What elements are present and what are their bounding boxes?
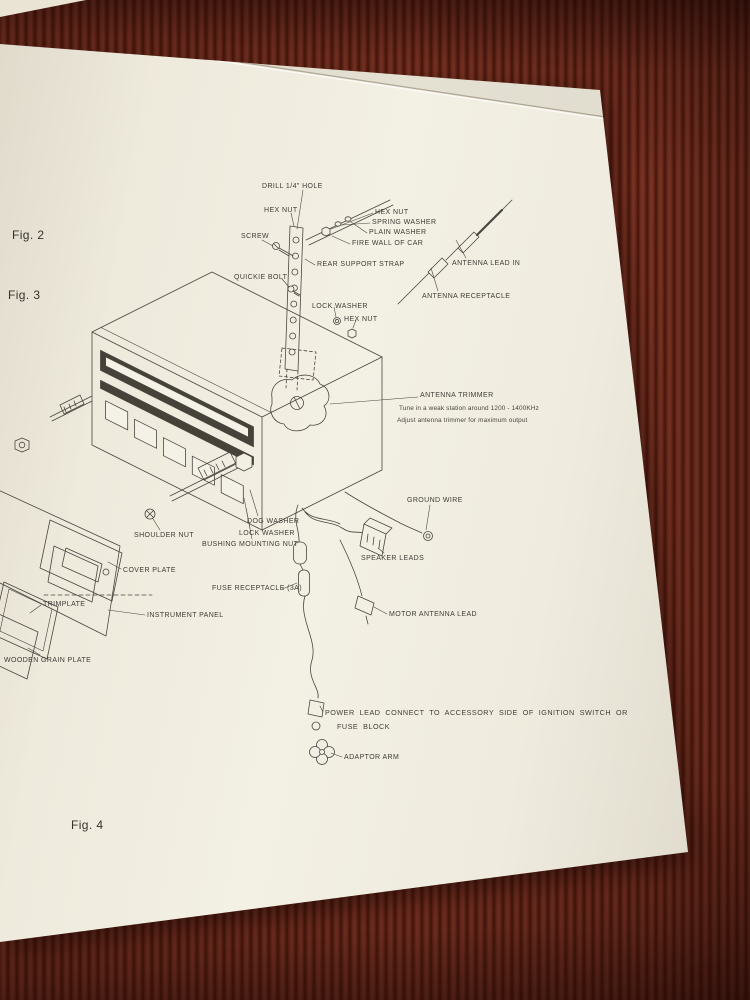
figure-4-caption: Fig. 4	[71, 818, 104, 832]
label-power-lead-line2: FUSE BLOCK	[337, 722, 391, 731]
label-hex-nut-left: HEX NUT	[264, 207, 298, 214]
label-antenna-receptacle: ANTENNA RECEPTACLE	[422, 293, 511, 300]
label-bushing-mounting-nut: BUSHING MOUNTING NUT	[202, 541, 299, 548]
label-fire-wall: FIRE WALL OF CAR	[352, 240, 424, 247]
figure-2-caption: Fig. 2	[12, 228, 45, 242]
label-motor-antenna-lead: MOTOR ANTENNA LEAD	[389, 611, 477, 618]
label-dog-washer: DOG WASHER	[247, 518, 300, 525]
note-adjust-trimmer: Adjust antenna trimmer for maximum outpu…	[397, 417, 528, 424]
label-quickie-bolt: QUICKIE BOLT	[234, 274, 288, 281]
label-antenna-lead-in: ANTENNA LEAD IN	[452, 260, 521, 267]
label-lock-washer-upper: LOCK WASHER	[312, 303, 368, 310]
label-shoulder-nut: SHOULDER NUT	[134, 532, 195, 539]
wiring-harness-drawing	[293, 491, 433, 765]
label-screw: SCREW	[241, 233, 270, 240]
firewall-hardware-drawing	[272, 199, 394, 257]
faceplate-stack-drawing	[0, 487, 153, 680]
label-lock-washer-lower: LOCK WASHER	[239, 530, 295, 537]
label-ground-wire: GROUND WIRE	[407, 497, 463, 504]
label-plain-washer: PLAIN WASHER	[369, 229, 427, 236]
radio-chassis-drawing	[91, 271, 383, 531]
label-drill-hole: DRILL 1/4" HOLE	[262, 183, 323, 190]
label-speaker-leads: SPEAKER LEADS	[361, 555, 425, 562]
label-hex-nut-right: HEX NUT	[375, 209, 409, 216]
label-instrument-panel: INSTRUMENT PANEL	[147, 612, 224, 619]
label-spring-washer: SPRING WASHER	[372, 219, 437, 226]
label-trimplate: TRIMPLATE	[43, 601, 86, 608]
label-rear-support-strap: REAR SUPPORT STRAP	[317, 261, 405, 268]
rear-support-strap-drawing	[278, 225, 317, 391]
note-tune-weak-station: Tune in a weak station around 1200 - 140…	[399, 405, 539, 412]
label-cover-plate: COVER PLATE	[123, 567, 176, 574]
label-antenna-trimmer: ANTENNA TRIMMER	[420, 392, 494, 399]
label-power-lead-line1: POWER LEAD CONNECT TO ACCESSORY SIDE OF …	[325, 708, 628, 717]
strap-attachment-hardware	[287, 285, 357, 339]
label-wooden-grain-plate: WOODEN GRAIN PLATE	[4, 657, 92, 664]
antenna-cable-drawing	[397, 199, 513, 305]
label-fuse-receptacle: FUSE RECEPTACLE (3A)	[212, 585, 302, 592]
leader-lines	[27, 189, 467, 758]
figure-3-caption: Fig. 3	[8, 288, 41, 302]
label-hex-nut-mid: HEX NUT	[344, 316, 378, 323]
fold-crease	[170, 51, 613, 121]
label-adaptor-arm: ADAPTOR ARM	[344, 754, 400, 761]
mounting-shafts-drawing	[14, 394, 253, 520]
